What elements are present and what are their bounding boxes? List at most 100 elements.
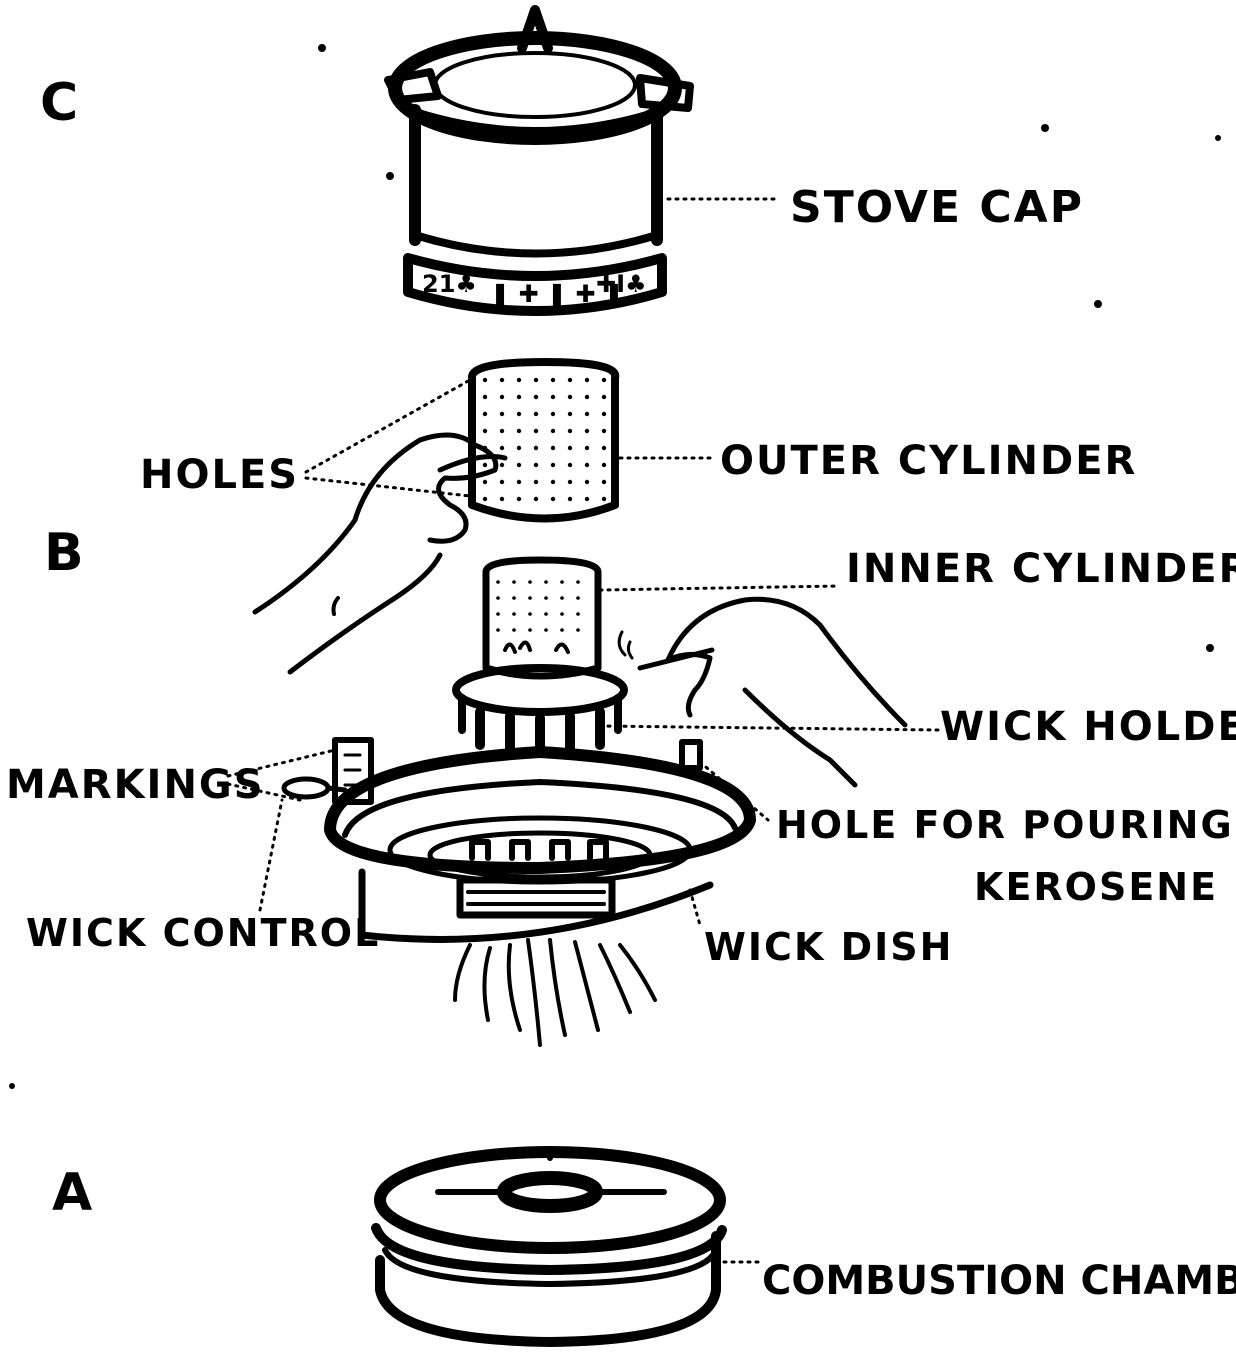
perforation-hole bbox=[500, 480, 504, 484]
perforation-hole bbox=[500, 395, 504, 399]
perforation-hole bbox=[544, 628, 548, 632]
perforation-hole bbox=[500, 446, 504, 450]
perforation-hole bbox=[585, 378, 589, 382]
perforation-hole bbox=[560, 596, 564, 600]
section-c-label: C bbox=[40, 73, 78, 133]
perforation-hole bbox=[585, 480, 589, 484]
perforation-hole bbox=[483, 463, 487, 467]
perforation-hole bbox=[568, 378, 572, 382]
perforation-hole bbox=[576, 580, 580, 584]
perforation-hole bbox=[568, 446, 572, 450]
outer-cylinder-holes bbox=[483, 378, 606, 501]
perforation-hole bbox=[528, 628, 532, 632]
perforation-hole bbox=[534, 429, 538, 433]
perforation-hole bbox=[517, 395, 521, 399]
perforation-hole bbox=[483, 395, 487, 399]
wick-holder-drawing bbox=[456, 668, 624, 750]
perforation-hole bbox=[517, 497, 521, 501]
perforation-hole bbox=[496, 596, 500, 600]
perforation-hole bbox=[560, 612, 564, 616]
wick-holder-label: WICK HOLDER bbox=[940, 704, 1236, 750]
inner-cylinder-label: INNER CYLINDER bbox=[846, 546, 1236, 592]
section-b-label: B bbox=[44, 523, 84, 583]
perforation-hole bbox=[544, 596, 548, 600]
perforation-hole bbox=[585, 412, 589, 416]
perforation-hole bbox=[576, 612, 580, 616]
perforation-hole bbox=[534, 412, 538, 416]
perforation-hole bbox=[517, 429, 521, 433]
perforation-hole bbox=[602, 395, 606, 399]
wick-dish-label: WICK DISH bbox=[704, 925, 953, 969]
perforation-hole bbox=[534, 378, 538, 382]
perforation-hole bbox=[568, 463, 572, 467]
perforation-hole bbox=[576, 596, 580, 600]
perforation-hole bbox=[551, 395, 555, 399]
wicks-drawing bbox=[455, 940, 655, 1045]
perforation-hole bbox=[483, 480, 487, 484]
perforation-hole bbox=[568, 395, 572, 399]
perforation-hole bbox=[551, 412, 555, 416]
perforation-hole bbox=[500, 463, 504, 467]
perforation-hole bbox=[585, 497, 589, 501]
perforation-hole bbox=[568, 480, 572, 484]
perforation-hole bbox=[517, 480, 521, 484]
perforation-hole bbox=[551, 378, 555, 382]
kerosene-label: KEROSENE bbox=[974, 865, 1218, 909]
perforation-hole bbox=[560, 628, 564, 632]
wick-control-label: WICK CONTROL bbox=[26, 911, 380, 955]
perforation-hole bbox=[512, 628, 516, 632]
perforation-hole bbox=[585, 395, 589, 399]
perforation-hole bbox=[528, 580, 532, 584]
perforation-hole bbox=[576, 628, 580, 632]
perforation-hole bbox=[602, 497, 606, 501]
perforation-hole bbox=[528, 596, 532, 600]
perforation-hole bbox=[568, 429, 572, 433]
markings-label: MARKINGS bbox=[6, 762, 265, 808]
hole-for-pouring-label: HOLE FOR POURING bbox=[776, 803, 1234, 847]
perforation-hole bbox=[551, 480, 555, 484]
perforation-hole bbox=[544, 612, 548, 616]
outer-cylinder-label: OUTER CYLINDER bbox=[720, 438, 1137, 484]
wick-dish-drawing bbox=[284, 740, 750, 939]
perforation-hole bbox=[568, 497, 572, 501]
inner-cylinder-holes bbox=[496, 580, 580, 632]
perforation-hole bbox=[483, 429, 487, 433]
perforation-hole bbox=[544, 580, 548, 584]
holes-label: HOLES bbox=[140, 452, 299, 498]
perforation-hole bbox=[496, 628, 500, 632]
perforation-hole bbox=[500, 412, 504, 416]
right-hand-drawing bbox=[619, 599, 905, 785]
perforation-hole bbox=[534, 446, 538, 450]
perforation-hole bbox=[602, 412, 606, 416]
perforation-hole bbox=[585, 463, 589, 467]
inner-cylinder-drawing bbox=[486, 560, 598, 676]
perforation-hole bbox=[585, 429, 589, 433]
perforation-hole bbox=[560, 580, 564, 584]
stove-cap-label: STOVE CAP bbox=[790, 182, 1084, 233]
perforation-hole bbox=[534, 480, 538, 484]
perforation-hole bbox=[602, 446, 606, 450]
perforation-hole bbox=[534, 497, 538, 501]
perforation-hole bbox=[483, 412, 487, 416]
perforation-hole bbox=[500, 429, 504, 433]
svg-text:21♣: 21♣ bbox=[422, 270, 477, 298]
perforation-hole bbox=[551, 497, 555, 501]
svg-text:✚I♣: ✚I♣ bbox=[596, 270, 647, 298]
perforation-hole bbox=[483, 497, 487, 501]
perforation-hole bbox=[500, 497, 504, 501]
perforation-hole bbox=[602, 480, 606, 484]
perforation-hole bbox=[528, 612, 532, 616]
section-a-label: A bbox=[52, 1163, 92, 1223]
perforation-hole bbox=[517, 463, 521, 467]
perforation-hole bbox=[496, 612, 500, 616]
perforation-hole bbox=[512, 580, 516, 584]
combustion-chamber-drawing bbox=[376, 1152, 722, 1342]
perforation-hole bbox=[551, 446, 555, 450]
perforation-hole bbox=[500, 378, 504, 382]
perforation-hole bbox=[496, 580, 500, 584]
perforation-hole bbox=[551, 463, 555, 467]
perforation-hole bbox=[534, 463, 538, 467]
perforation-hole bbox=[517, 378, 521, 382]
